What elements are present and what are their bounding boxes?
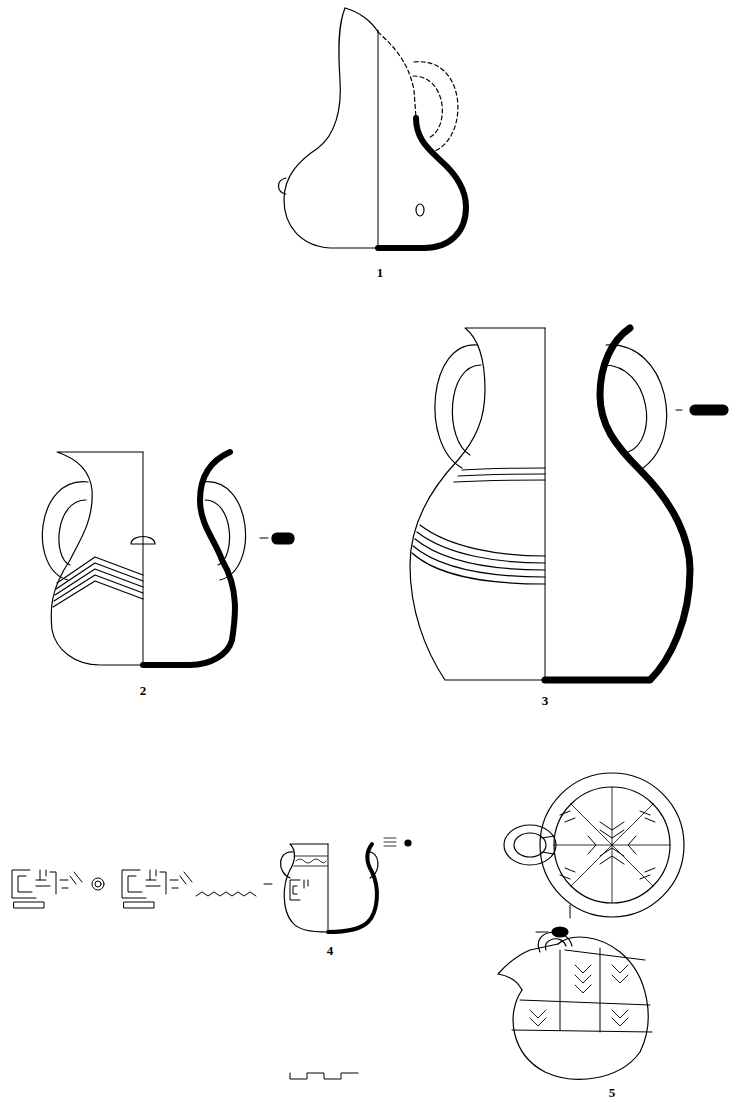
- jug-5: [498, 773, 684, 1079]
- figure-number: 4: [327, 944, 334, 957]
- jar-2: [42, 452, 294, 665]
- figure-number: 2: [140, 684, 147, 697]
- figure-number: 3: [542, 694, 549, 707]
- scale-bar: [290, 1073, 358, 1079]
- cup-4: [12, 838, 411, 932]
- figure-number: 5: [609, 1086, 616, 1099]
- jug-1: [279, 8, 467, 248]
- jar-3: [410, 328, 728, 680]
- figure-number: 1: [377, 266, 384, 279]
